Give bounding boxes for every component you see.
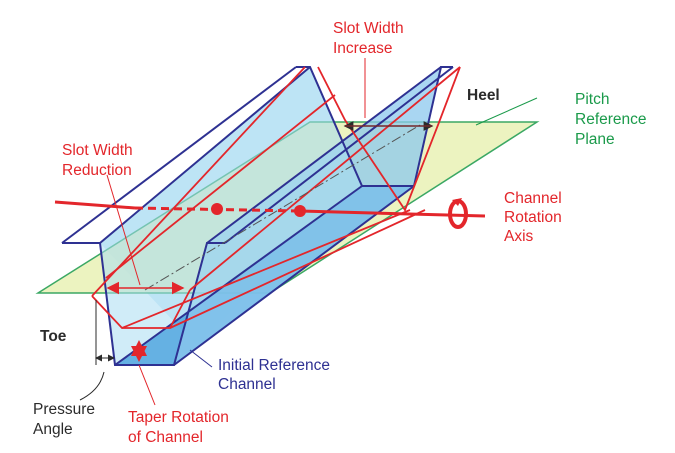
rotation-arrow-icon [448,198,468,229]
initial-reference-channel-outline [61,66,454,366]
label-slot-width-reduction: Slot Width Reduction [62,142,137,179]
leader-initial-channel [189,349,213,368]
leader-taper-rotation [138,364,156,406]
tapered-channel-outline [91,66,461,329]
label-taper-rotation-of-channel: Taper Rotation of Channel [128,409,233,446]
label-initial-reference-channel: Initial Reference Channel [218,357,334,393]
label-toe: Toe [40,328,67,345]
label-slot-width-increase: Slot Width Increase [333,20,408,57]
label-pitch-reference-plane: Pitch Reference Plane [575,91,651,148]
leader-pitch-plane [475,97,538,126]
channel-rotation-axis [54,200,486,218]
leader-slot-width-reduction [106,174,141,286]
label-heel: Heel [467,87,500,104]
pressure-angle-indicator [79,300,115,401]
label-pressure-angle: Pressure Angle [33,401,99,438]
label-channel-rotation-axis: Channel Rotation Axis [504,190,566,245]
